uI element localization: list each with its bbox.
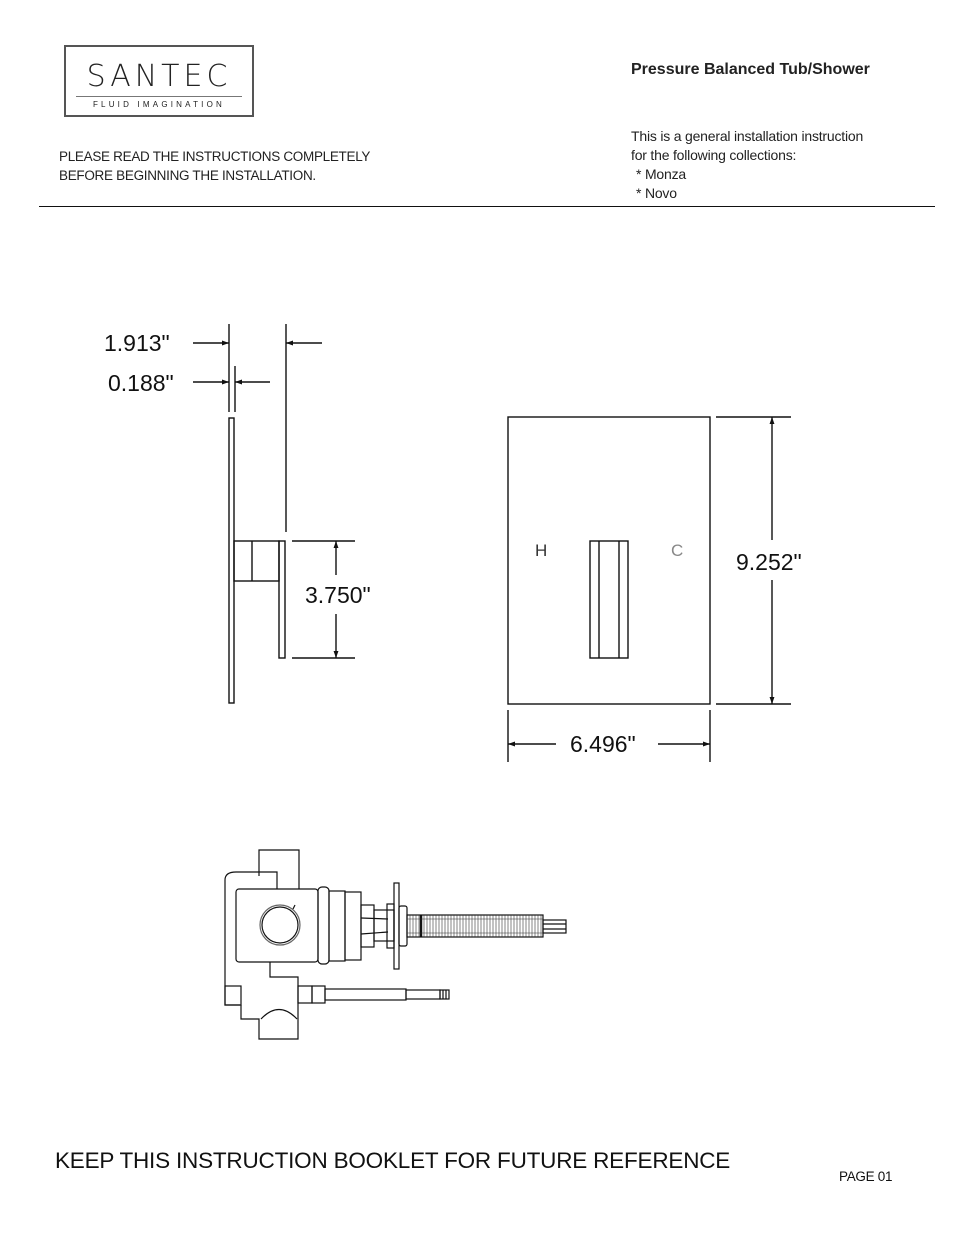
collection-item-monza: * Monza (636, 166, 686, 182)
document-title: Pressure Balanced Tub/Shower (631, 61, 870, 78)
logo-tagline: FLUID IMAGINATION (92, 100, 226, 109)
note-line: for the following collections: (631, 147, 797, 163)
logo-divider (76, 96, 242, 97)
read-instructions-warning: PLEASE READ THE INSTRUCTIONS COMPLETELY … (59, 147, 370, 185)
warning-line: BEFORE BEGINNING THE INSTALLATION. (59, 168, 316, 183)
warning-line: PLEASE READ THE INSTRUCTIONS COMPLETELY (59, 149, 371, 164)
dim-handle-height: 3.750" (305, 582, 371, 608)
keep-booklet-notice: KEEP THIS INSTRUCTION BOOKLET FOR FUTURE… (55, 1148, 731, 1173)
santec-logo: SANTEC FLUID IMAGINATION (64, 45, 254, 117)
logo-brand: SANTEC (86, 59, 232, 94)
hot-label: H (535, 541, 547, 560)
front-view-drawing (507, 416, 791, 762)
valve-body-drawing (224, 849, 567, 1040)
note-line: This is a general installation instructi… (631, 128, 864, 144)
collections-note: This is a general installation instructi… (631, 127, 863, 203)
dim-plate-thickness: 0.188" (108, 370, 174, 396)
collection-item-novo: * Novo (636, 185, 677, 201)
header-divider (39, 206, 935, 207)
dim-overall-depth: 1.913" (104, 330, 170, 356)
dim-width: 6.496" (570, 731, 636, 757)
thread-hatching (407, 915, 543, 937)
side-view-drawing (193, 324, 355, 704)
dim-height: 9.252" (736, 549, 802, 575)
page-number: PAGE 01 (839, 1169, 893, 1184)
cold-label: C (671, 541, 683, 560)
